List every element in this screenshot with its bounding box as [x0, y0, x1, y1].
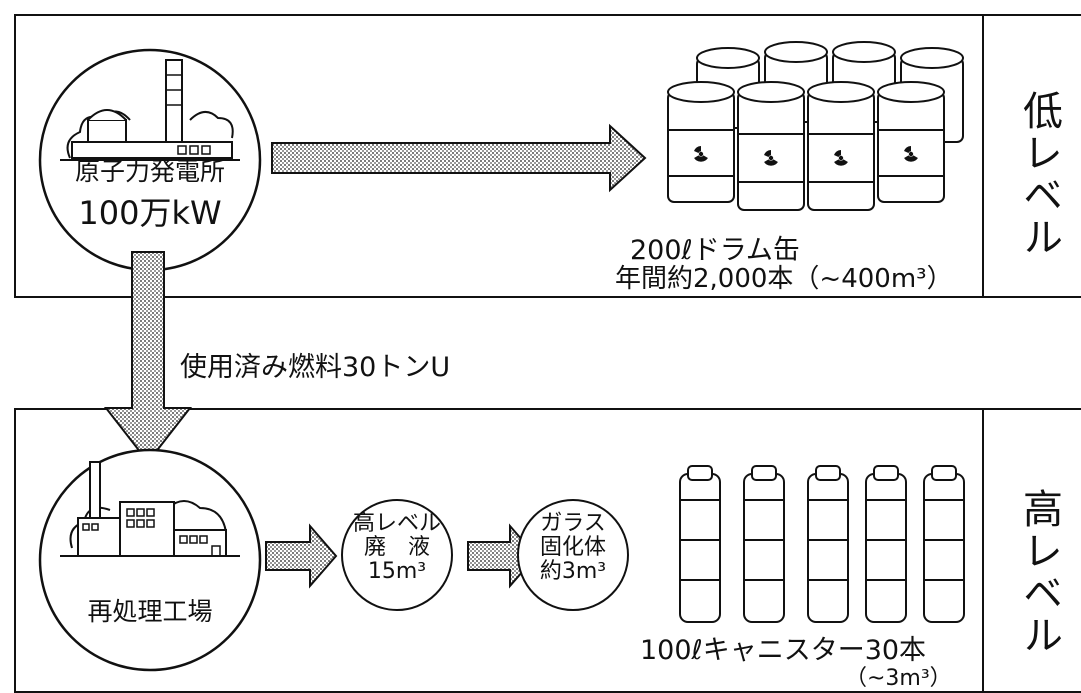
high-level-divider: [982, 408, 984, 693]
hlw-label: 高レベル 廃 液 15m³: [337, 512, 457, 584]
glass-line1: ガラス: [540, 511, 606, 536]
glass-line2: 固化体: [539, 535, 606, 560]
reprocessing-plant-name: 再処理工場: [87, 597, 213, 626]
drum-can-volume: 年間約2,000本（~400m³）: [615, 264, 953, 294]
canisters-icon: [679, 465, 965, 623]
low-level-section: [14, 14, 1081, 298]
hlw-line3: 15m³: [367, 559, 427, 584]
glass-line3: 約3m³: [539, 559, 607, 584]
glass-circle: [517, 499, 629, 611]
hlw-line2: 廃 液: [363, 535, 430, 560]
drum-cans-icon: [667, 41, 964, 211]
vitrified-label: ガラス 固化体 約3m³: [513, 512, 633, 584]
hlw-circle: [341, 499, 453, 611]
canister-label: 100ℓキャニスター30本: [640, 635, 927, 666]
low-level-label: 低レベル: [1016, 90, 1062, 258]
power-plant-name: 原子力発電所: [74, 157, 225, 186]
arrow-to-drums: [271, 123, 647, 193]
spent-fuel-label: 使用済み燃料30トンU: [180, 352, 451, 383]
arrow-spent-fuel: [103, 251, 193, 464]
high-level-label: 高レベル: [1016, 488, 1062, 656]
power-plant-capacity: 100万kW: [78, 194, 222, 232]
hlw-line1: 高レベル: [352, 511, 441, 536]
drum-can-label: 200ℓドラム缶: [630, 235, 800, 266]
power-plant-icon: [38, 48, 262, 272]
reprocessing-plant-icon: [38, 448, 262, 672]
arrow-to-hlw: [265, 523, 338, 589]
low-level-divider: [982, 14, 984, 298]
canister-volume: （~3m³）: [845, 666, 952, 691]
